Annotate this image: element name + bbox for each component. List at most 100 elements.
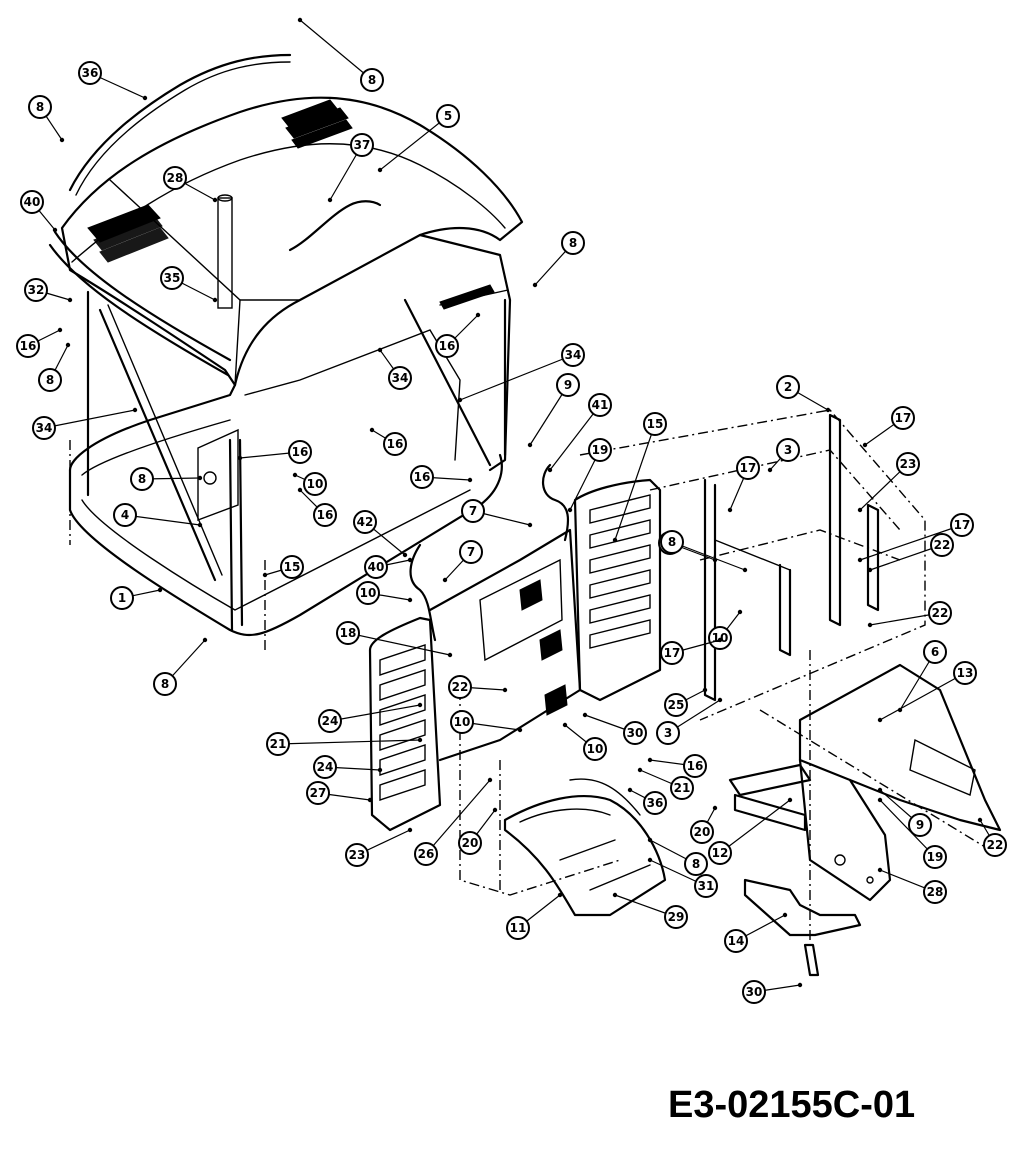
callout-number: 7 — [469, 504, 477, 518]
callout-number: 23 — [349, 848, 366, 862]
callout-pointer — [637, 767, 643, 773]
callout-number: 40 — [368, 560, 385, 574]
callout-pointer — [442, 577, 448, 583]
callout-pointer — [65, 342, 71, 348]
callout-bubble — [953, 661, 977, 685]
part-callout: 25 — [664, 687, 708, 717]
callout-number: 35 — [164, 271, 181, 285]
callout-pointer — [647, 857, 653, 863]
part-callout: 11 — [506, 892, 563, 940]
callout-bubble — [583, 737, 607, 761]
part-callout: 16 — [647, 754, 707, 778]
part-callout: 10 — [356, 581, 413, 605]
callout-bubble — [643, 791, 667, 815]
part-callout: 5 — [377, 104, 460, 173]
callout-pointer — [862, 442, 868, 448]
callout-pointer — [797, 982, 803, 988]
part-callout: 16 — [16, 327, 63, 358]
body-frame — [68, 290, 507, 650]
callout-leader — [43, 409, 136, 429]
callout-bubble — [561, 343, 585, 367]
callout-pointer — [787, 797, 793, 803]
callout-pointer — [297, 17, 303, 23]
part-callout: 30 — [582, 712, 647, 745]
part-callout: 28 — [163, 166, 218, 203]
callout-pointer — [877, 787, 883, 793]
callout-number: 16 — [292, 445, 309, 459]
callout-number: 21 — [674, 781, 691, 795]
callout-bubble — [414, 842, 438, 866]
part-callout: 13 — [877, 661, 977, 723]
callout-number: 16 — [387, 437, 404, 451]
part-callout: 15 — [262, 555, 304, 579]
callout-leader — [347, 632, 451, 656]
callout-bubble — [388, 366, 412, 390]
callout-bubble — [664, 905, 688, 929]
callout-pointer — [67, 297, 73, 303]
callout-bubble — [950, 513, 974, 537]
callout-pointer — [212, 297, 218, 303]
part-callout: 17 — [660, 637, 723, 665]
part-callout: 10 — [562, 722, 607, 761]
callout-pointer — [767, 467, 773, 473]
part-callout: 15 — [612, 412, 667, 543]
callout-pointer — [527, 522, 533, 528]
part-callout: 1 — [110, 586, 163, 610]
callout-pointer — [132, 407, 138, 413]
callout-pointer — [977, 817, 983, 823]
callout-number: 15 — [647, 417, 664, 431]
callout-pointer — [612, 537, 618, 543]
part-callout: 16 — [237, 440, 312, 464]
callout-bubble — [664, 693, 688, 717]
callout-bubble — [461, 499, 485, 523]
callout-pointer — [297, 487, 303, 493]
callout-number: 19 — [592, 443, 609, 457]
part-callout: 18 — [336, 621, 453, 658]
part-callout: 8 — [130, 467, 203, 491]
callout-bubble — [436, 104, 460, 128]
callout-number: 14 — [728, 934, 745, 948]
callout-number: 22 — [452, 680, 469, 694]
callout-pointer — [627, 787, 633, 793]
callout-pointer — [212, 197, 218, 203]
callout-bubble — [288, 440, 312, 464]
callout-bubble — [776, 375, 800, 399]
callout-bubble — [38, 368, 62, 392]
callout-pointer — [517, 727, 523, 733]
hood-vent-left — [87, 204, 169, 263]
callout-pointer — [407, 597, 413, 603]
foot-grille-right-slots — [589, 494, 651, 649]
part-callout: 19 — [877, 797, 947, 869]
callout-pointer — [457, 397, 463, 403]
callout-pointer — [262, 572, 268, 578]
callout-bubble — [690, 820, 714, 844]
callout-pointer — [867, 622, 873, 628]
callout-number: 24 — [322, 714, 339, 728]
part-callout: 34 — [457, 343, 585, 403]
part-callout: 28 — [877, 867, 947, 904]
part-callout: 34 — [377, 347, 412, 390]
callout-number: 23 — [900, 457, 917, 471]
callout-bubble — [160, 266, 184, 290]
callout-pointer — [475, 312, 481, 318]
callout-pointer — [877, 797, 883, 803]
callout-number: 21 — [270, 737, 287, 751]
callout-bubble — [32, 416, 56, 440]
callout-pointer — [202, 637, 208, 643]
callout-pointer — [857, 557, 863, 563]
callout-number: 22 — [934, 538, 951, 552]
callout-number: 16 — [20, 339, 37, 353]
foot-grille-left-slots — [379, 644, 426, 801]
callout-pointer — [712, 805, 718, 811]
callout-number: 24 — [317, 760, 334, 774]
callout-bubble — [896, 452, 920, 476]
callout-pointer — [582, 712, 588, 718]
callout-pointer — [825, 407, 831, 413]
callout-number: 3 — [784, 443, 792, 457]
callout-pointer — [402, 552, 408, 558]
callout-bubble — [724, 929, 748, 953]
callout-pointer — [502, 687, 508, 693]
part-callout: 29 — [612, 892, 688, 929]
callout-number: 5 — [444, 109, 452, 123]
part-callout: 7 — [461, 499, 533, 528]
